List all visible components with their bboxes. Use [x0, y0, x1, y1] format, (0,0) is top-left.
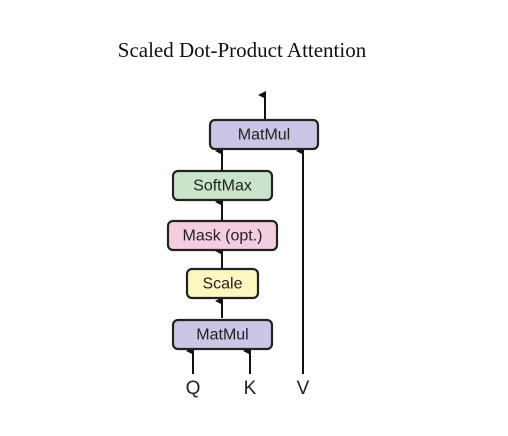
input-k-label: K [244, 378, 257, 399]
block-matmul-bottom: MatMul [171, 318, 274, 351]
block-matmul-bottom-label: MatMul [196, 327, 248, 344]
block-mask: Mask (opt.) [166, 219, 279, 252]
block-matmul-top-box [208, 118, 320, 151]
block-matmul-top-label: MatMul [238, 127, 290, 144]
block-softmax-box [171, 169, 274, 202]
input-q-label: Q [186, 378, 201, 399]
diagram-title: Scaled Dot-Product Attention [117, 38, 367, 62]
block-scale-label: Scale [202, 276, 242, 293]
input-v-label: V [297, 378, 310, 399]
arrows [186, 91, 304, 374]
block-matmul-top: MatMul [208, 118, 320, 151]
block-matmul-bottom-box [171, 318, 274, 351]
block-scale: Scale [185, 267, 260, 300]
block-softmax: SoftMax [171, 169, 274, 202]
block-mask-label: Mask (opt.) [182, 228, 262, 245]
block-scale-box [185, 267, 260, 300]
block-softmax-label: SoftMax [193, 178, 252, 195]
block-mask-box [166, 219, 279, 252]
